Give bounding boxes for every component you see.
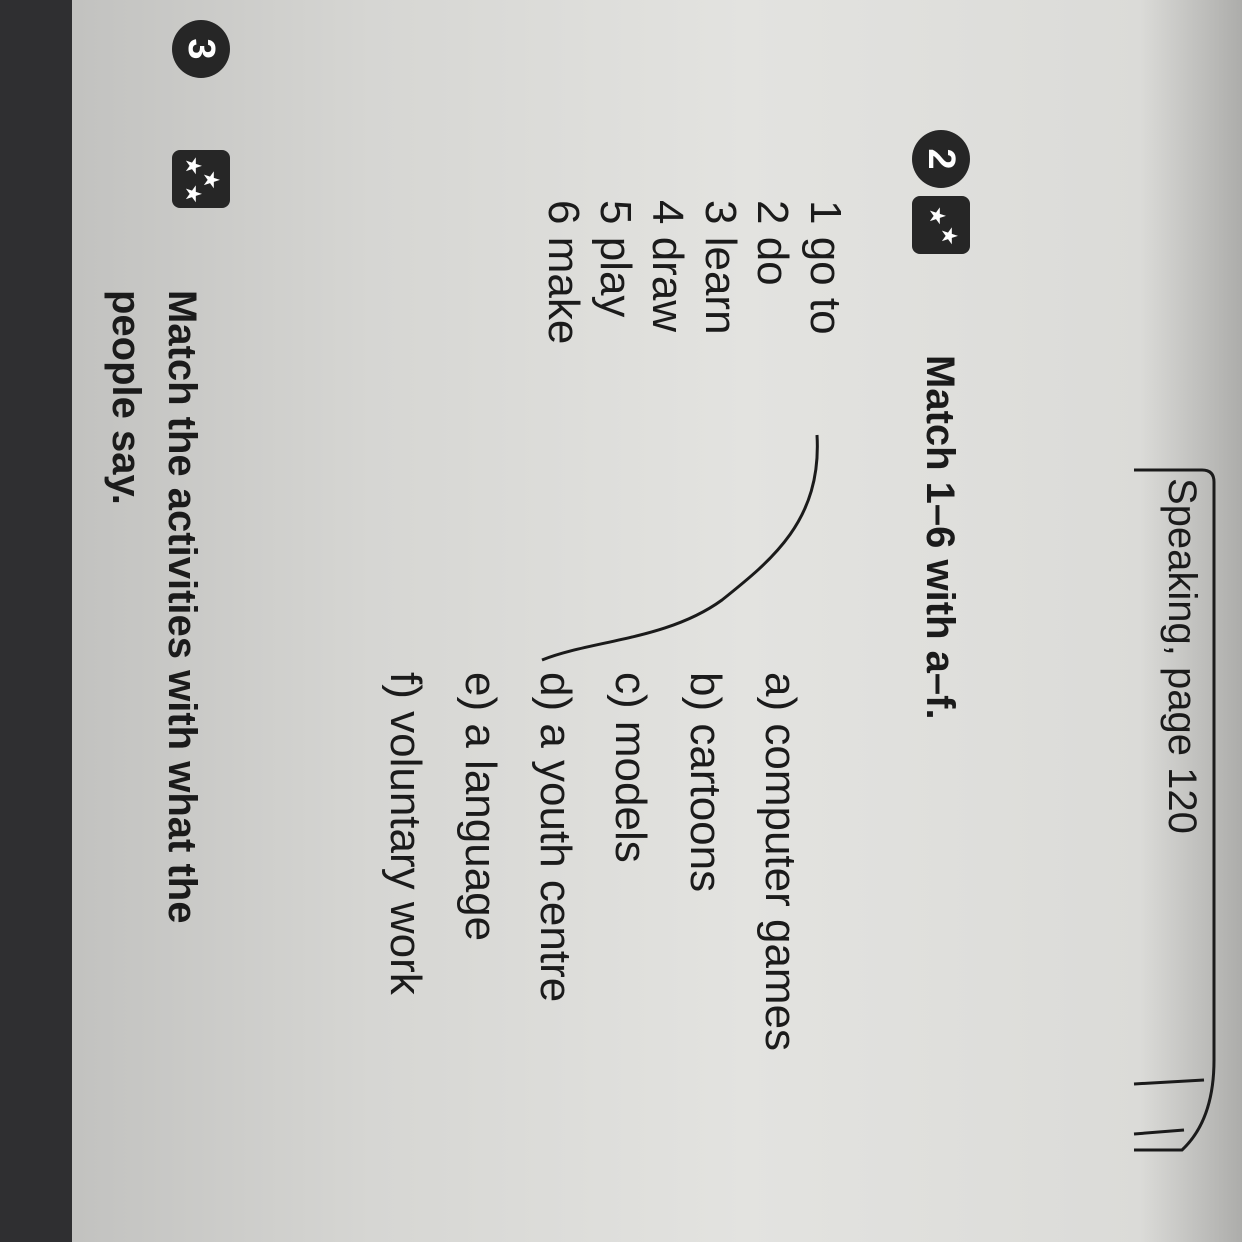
left-item-6: 6 make [539, 200, 588, 345]
exercise-3-number: 3 [180, 38, 222, 60]
exercise-2-title: Match 1–6 with a–f. [918, 355, 962, 720]
right-item-e: e) a language [456, 672, 505, 942]
exercise-2-number: 2 [920, 148, 962, 170]
exercise-3-badge: 3 [172, 20, 230, 78]
exercise-3-title-line-2: people say. [104, 290, 148, 505]
right-item-f: f) voluntary work [381, 672, 430, 995]
right-item-a: a) computer games [756, 672, 805, 1052]
match-connection-line [541, 434, 819, 662]
right-item-b: b) cartoons [681, 672, 730, 893]
three-stars-icon: ★★★ [172, 150, 230, 208]
two-stars-icon: ★★ [912, 196, 970, 254]
right-item-c: c) models [606, 672, 655, 863]
left-item-1: 1 go to [801, 200, 850, 335]
left-item-5: 5 play [591, 200, 640, 318]
header-text: Speaking, page 120 [1160, 478, 1204, 834]
right-item-d: d) a youth centre [531, 672, 580, 1003]
left-item-3: 3 learn [696, 200, 745, 335]
exercise-2-badge: 2 [912, 130, 970, 188]
left-item-4: 4 draw [643, 200, 692, 333]
left-item-2: 2 do [748, 200, 797, 286]
exercise-3-title-line-1: Match the activities with what the [160, 290, 204, 924]
page-edge-shadow [1140, 0, 1242, 1242]
page-binding-shadow [0, 0, 72, 1242]
